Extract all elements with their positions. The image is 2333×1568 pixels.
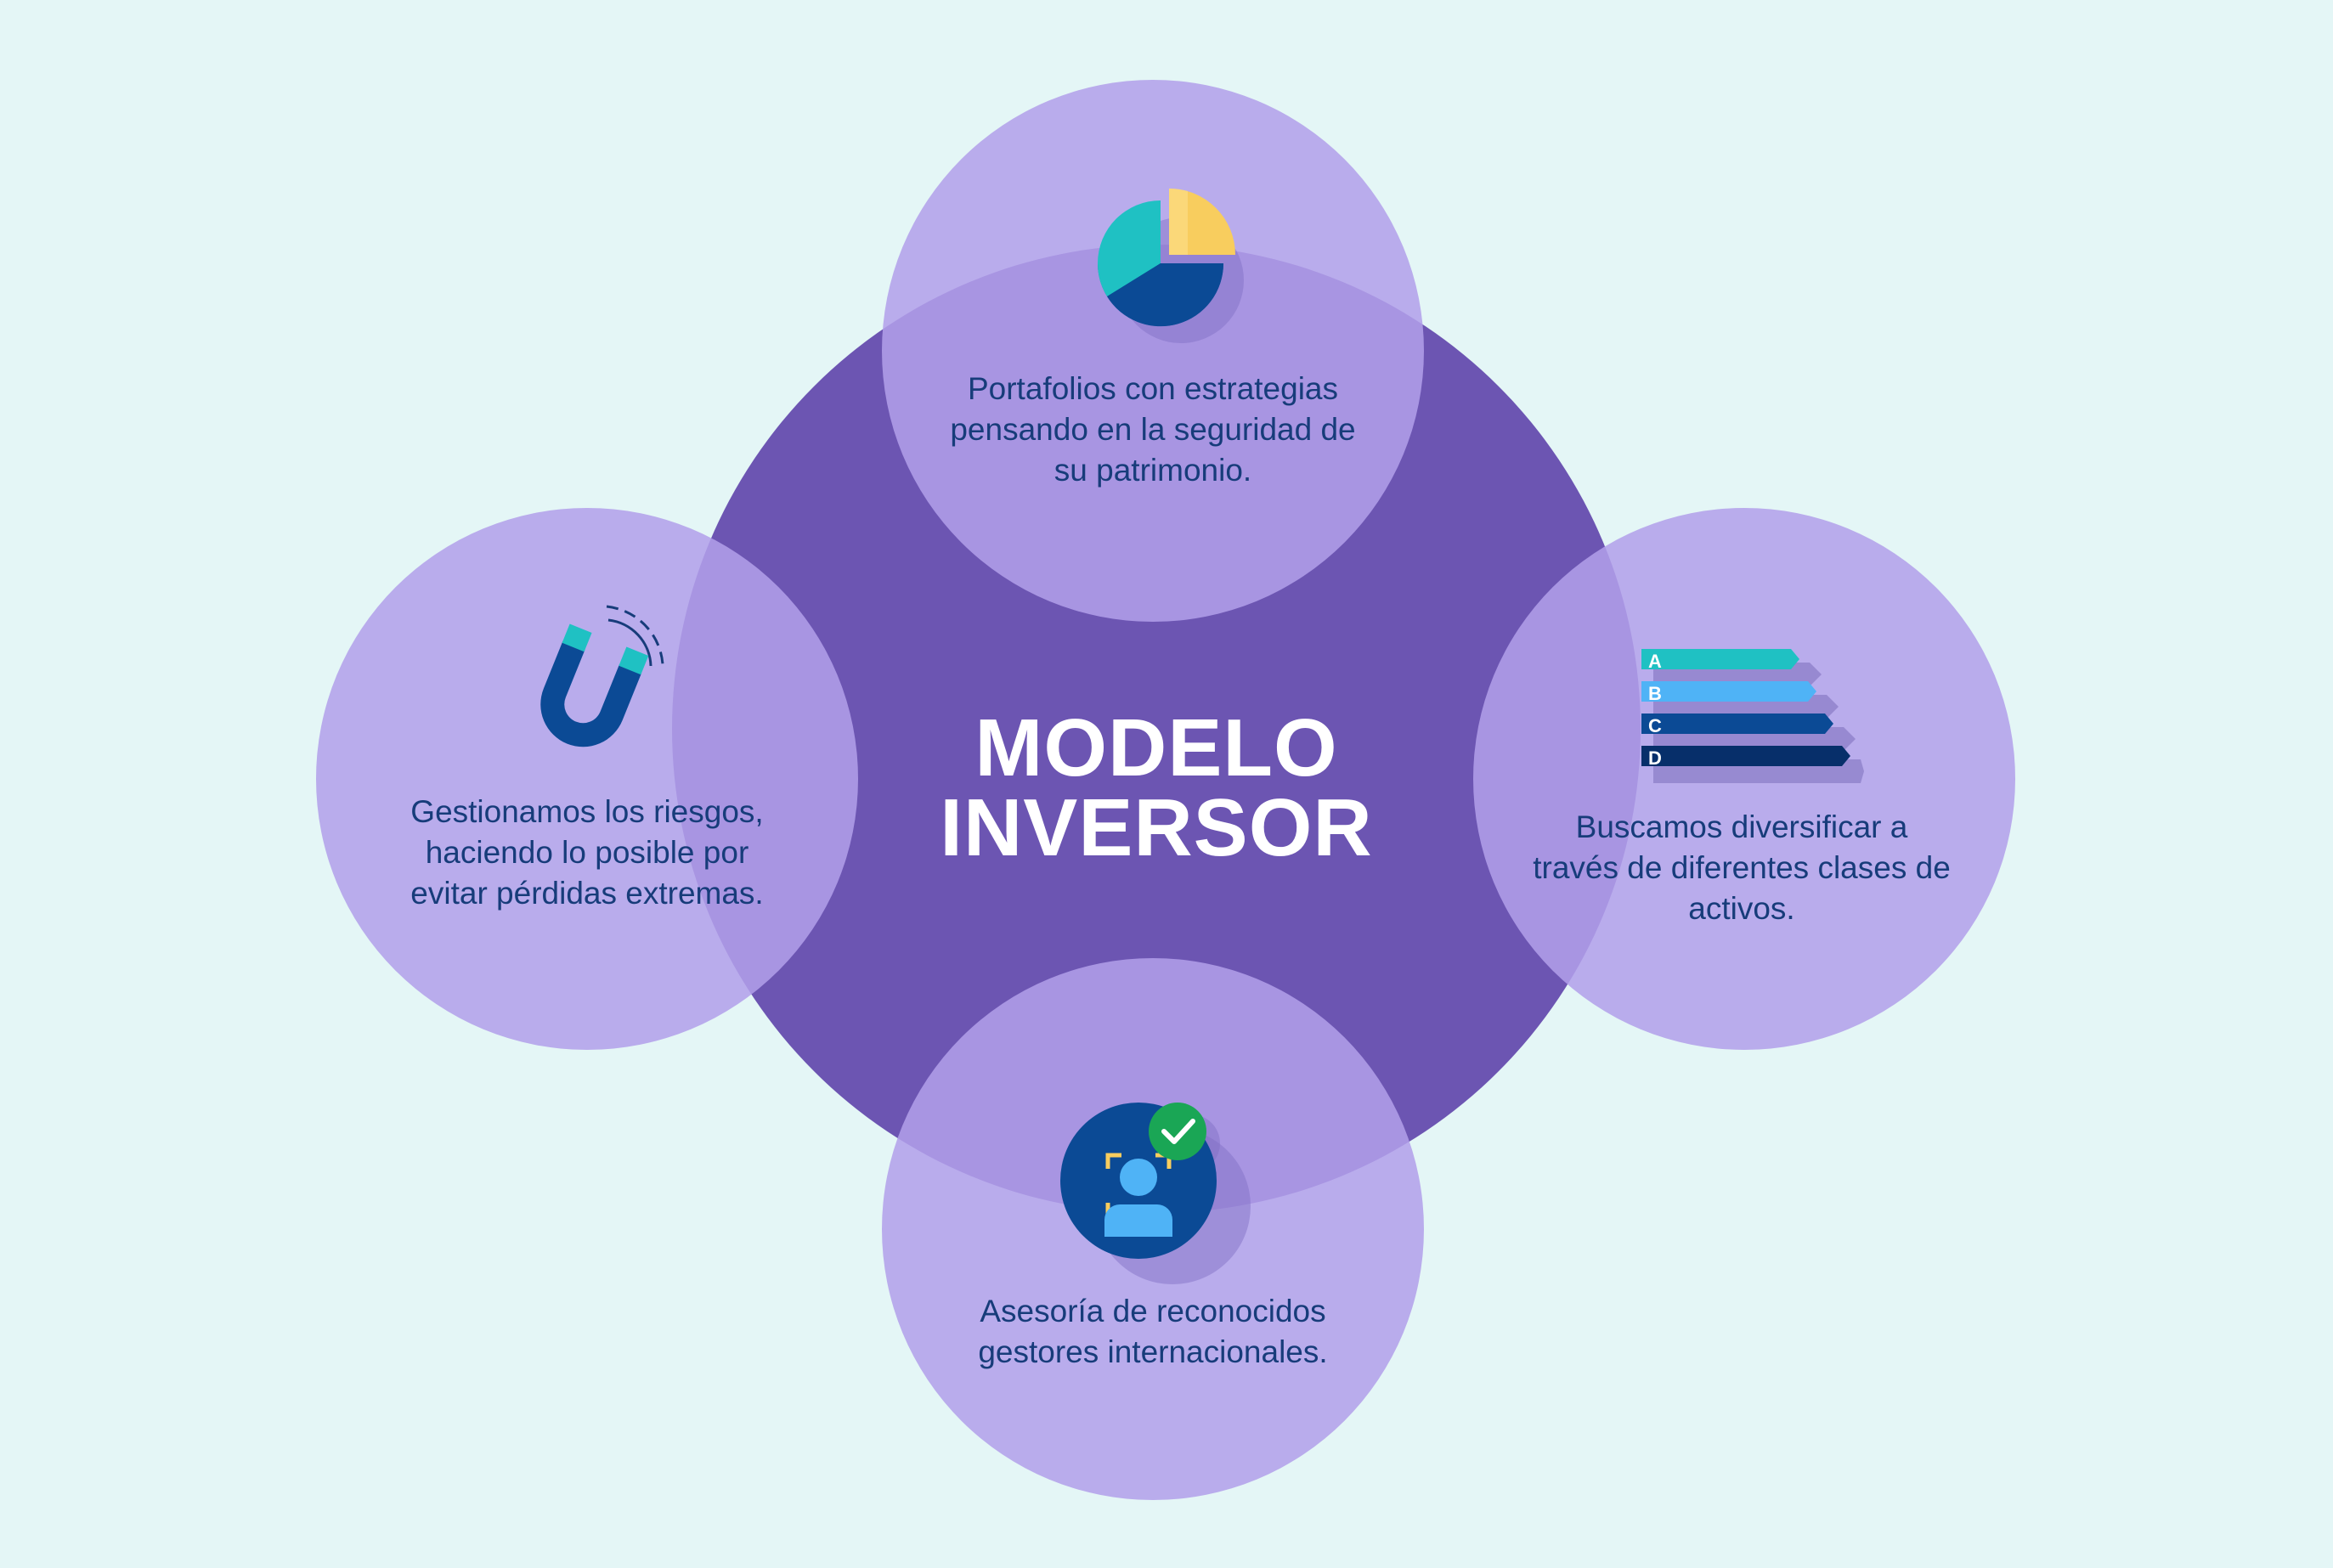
asset-class-label-c: C [1648, 715, 1662, 736]
center-title-line1: MODELO [974, 702, 1338, 793]
caption-bottom: Asesoría de reconocidos gestores interna… [978, 1294, 1328, 1369]
asset-class-label-b: B [1648, 683, 1662, 704]
satellite-circle-right [1473, 508, 2015, 1050]
asset-class-label-d: D [1648, 747, 1662, 769]
caption-right: Buscamos diversificar a través de difere… [1533, 809, 1951, 926]
caption-top: Portafolios con estrategias pensando en … [950, 371, 1356, 488]
pie-chart-icon [1097, 188, 1244, 343]
caption-left: Gestionamos los riesgos, haciendo lo pos… [410, 794, 764, 911]
satellite-circle-top [882, 80, 1424, 622]
center-title-line2: INVERSOR [940, 782, 1373, 873]
asset-classes-icon: A B C D [1641, 649, 1864, 783]
verified-advisor-icon [1060, 1103, 1251, 1284]
magnet-icon [540, 605, 664, 747]
asset-class-label-a: A [1648, 651, 1662, 672]
satellite-circle-left [316, 508, 858, 1050]
center-title: MODELO INVERSOR [842, 702, 1471, 873]
